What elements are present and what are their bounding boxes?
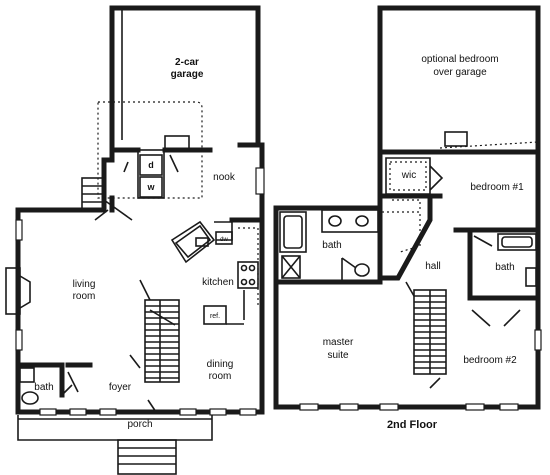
first-floor-labels: 2-car garage nook living room kitchen di… [34,57,236,430]
kitchen-island [170,220,216,264]
double-vanity [321,209,379,233]
window [39,408,57,416]
garage-label-line1: 2-car [175,57,199,68]
garage-label-line2: garage [171,69,204,80]
window [339,403,359,411]
nook-label: nook [213,172,236,183]
dishwasher-label: dw [220,237,228,243]
bedroom1-label: bedroom #1 [470,182,524,193]
porch-steps [117,439,177,475]
hall-linen [392,199,421,210]
side-steps [81,177,105,211]
optional-bedroom-label-line1: optional bedroom [421,54,498,65]
first-floor: 2-car garage nook living room kitchen di… [5,5,265,475]
window [15,219,23,241]
window [299,403,319,411]
window [209,408,227,416]
shower-stall [281,255,301,279]
window [499,403,519,411]
window [534,329,542,351]
bath-toilet [21,391,39,405]
hall-bath-fixtures [473,233,537,287]
hall-bathtub [497,233,537,251]
stove-icon [237,261,259,289]
porch-label: porch [127,419,152,430]
master-bath-label: bath [322,240,341,251]
master-suite-label-line1: master [323,337,354,348]
refrigerator-label: ref. [210,313,220,320]
hall-bath-sink [525,267,537,287]
dining-room-label-line1: dining [207,359,234,370]
first-floor-bath-label: bath [34,382,53,393]
window [465,403,485,411]
window [239,408,257,416]
second-floor-title: 2nd Floor [387,419,438,431]
first-floor-staircase [129,279,180,383]
dryer-icon [139,154,163,176]
living-room-label-line1: living [73,279,96,290]
second-floor-interior-walls [273,193,541,327]
second-floor-windows [299,329,542,411]
dryer-label: d [148,160,154,170]
second-floor-staircase [405,281,447,389]
hall-bath-label: bath [495,262,514,273]
attic-access [444,131,468,147]
porch [17,415,213,475]
refrigerator-icon [203,305,227,325]
washer-label: w [146,182,155,192]
garage-outline [109,5,261,153]
window [179,408,197,416]
bath-sink [19,367,35,383]
master-suite-label-line2: suite [327,350,349,361]
washer-icon [139,176,163,198]
hall-label: hall [425,261,441,272]
laundry-shelf [164,135,190,151]
first-floor-interior-walls [15,195,265,405]
window [15,329,23,351]
fireplace [5,267,31,315]
dining-room-label-line2: room [209,371,232,382]
first-floor-windows [15,219,257,416]
bedroom2-label: bedroom #2 [463,355,517,366]
second-floor: optional bedroom over garage wic bedroom… [273,5,542,431]
wic-label: wic [401,170,416,181]
dishwasher-icon [215,231,233,245]
master-bathtub [279,211,307,253]
master-toilet [354,263,370,277]
window [69,408,87,416]
kitchen-label: kitchen [202,277,234,288]
living-room-label-line2: room [73,291,96,302]
hall-closet [382,211,421,253]
second-floor-labels: optional bedroom over garage wic bedroom… [322,54,524,431]
foyer-label: foyer [109,382,132,393]
window [379,403,399,411]
kitchen-counters [203,221,259,325]
optional-bedroom-label-line2: over garage [433,67,487,78]
optional-bedroom-outline [377,5,541,155]
laundry-area [123,135,190,199]
master-bath-fixtures [279,209,379,282]
window [99,408,117,416]
nook-window [255,167,265,195]
